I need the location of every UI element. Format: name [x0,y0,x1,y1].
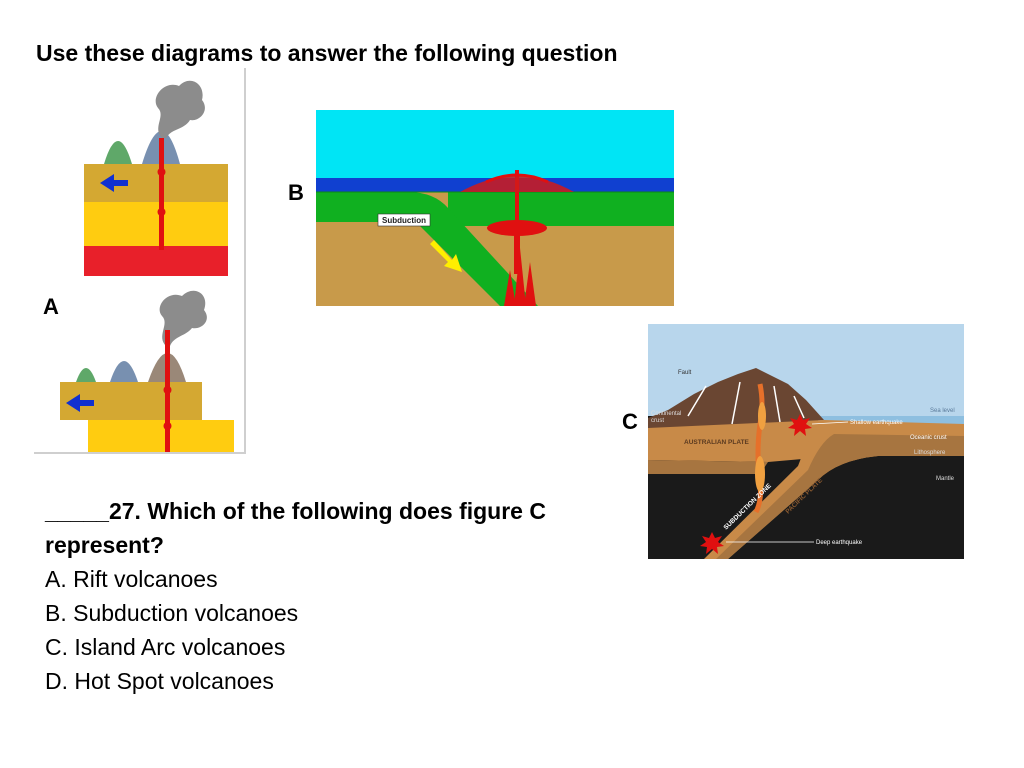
option-b: B. Subduction volcanoes [45,600,299,626]
mid-volcano-a2 [110,361,138,382]
figure-a-diagram [34,68,248,456]
deep-earthquake-star [700,532,724,554]
subducting-plate-b [316,192,538,306]
subduction-arrow-b [430,240,462,272]
conduit-a1 [159,138,164,250]
slide-heading: Use these diagrams to answer the followi… [36,40,618,66]
continental-crust-label-c-2: crust [651,418,664,424]
figure-b-diagram: Subduction [316,110,674,306]
australian-plate-label-c: AUSTRALIAN PLATE [684,439,750,446]
magma-layer-a1 [84,246,228,276]
layer-a2 [88,420,234,452]
oceanic-crust-label-c: Oceanic crust [910,435,947,441]
deep-earthquake-label-c: Deep earthquake [816,540,863,546]
figure-a-label: A [43,294,59,319]
magma-chamber-b [487,220,547,236]
layer-a1 [84,202,228,246]
fault-label-c: Fault [678,370,692,376]
continental-crust-c [648,420,824,462]
mantle-label-c: Mantle [936,476,955,482]
option-a: A. Rift volcanoes [45,566,218,592]
arrow-a2 [66,394,94,412]
sky-b [316,110,674,178]
sea-c [818,416,964,424]
continental-crust-label-c-1: Continental [651,411,681,417]
question-stem-line-1: _____27. Which of the following does fig… [45,498,546,524]
option-d: D. Hot Spot volcanoes [45,668,274,694]
figure-b-label: B [288,180,304,205]
smoke-a1 [155,80,205,138]
subduction-label-b: Subduction [382,216,426,225]
arrow-a1 [100,174,128,192]
old-volcano-a1 [104,141,132,164]
island-arc-diagram-svg: Fault Continental crust Sea level Shallo… [648,324,964,559]
figure-c-diagram: Fault Continental crust Sea level Shallo… [648,324,964,559]
figure-c-label: C [622,409,638,434]
smoke-a2 [159,290,207,346]
lithosphere-label-c: Lithosphere [914,450,946,456]
option-c: C. Island Arc volcanoes [45,634,286,660]
question-block: _____27. Which of the following does fig… [45,494,605,698]
magma-conduit-b [515,170,519,230]
question-stem-line-2: represent? [45,532,164,558]
lithosphere-left-c [648,460,768,474]
subduction-diagram-svg: Subduction [316,110,674,306]
old-volcano-a2 [76,368,96,382]
sea-level-label-c: Sea level [930,408,955,414]
hotspot-diagram-svg [34,68,246,454]
shallow-earthquake-star [788,414,812,436]
overriding-plate-b [448,192,674,226]
shallow-earthquake-label-c: Shallow earthquake [850,420,903,426]
